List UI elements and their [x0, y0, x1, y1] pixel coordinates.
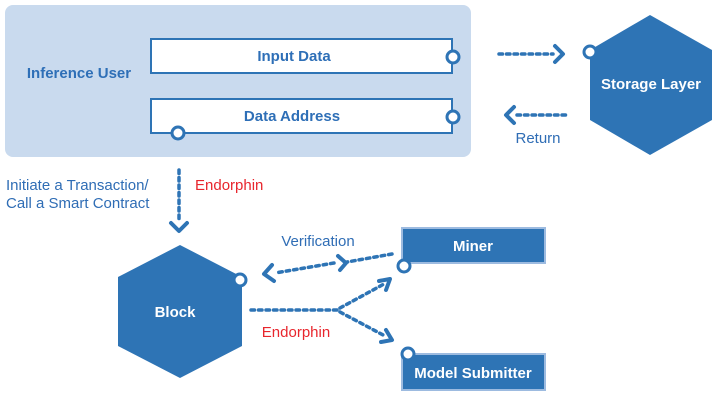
storage-layer-label: Storage Layer: [601, 76, 701, 93]
model-submitter-port: [400, 346, 416, 362]
endorphin-arrow-to-miner-head: [377, 277, 392, 292]
model-submitter-box: [401, 353, 546, 391]
return-label: Return: [515, 130, 560, 147]
transaction-label-line2: Call a Smart Contract: [6, 195, 150, 212]
transaction-label-line1: Initiate a Transaction/: [6, 177, 149, 194]
data-address-box: [150, 98, 453, 134]
data-address-label: Data Address: [244, 108, 340, 125]
input-data-port: [445, 49, 461, 65]
verification-label: Verification: [281, 233, 354, 250]
verification-arrow-segment2: [273, 261, 336, 275]
model-submitter-label: Model Submitter: [414, 365, 532, 382]
arrow-to-storage-head: [553, 44, 565, 64]
verification-arrow-segment1: [345, 252, 394, 264]
verification-arrow-mid-head: [336, 254, 348, 272]
block-port: [232, 272, 248, 288]
data-address-port-right: [445, 109, 461, 125]
block-hexagon: [118, 245, 242, 378]
verification-arrow-head: [262, 263, 276, 283]
miner-box: [401, 227, 546, 264]
endorphin-arrow-to-submitter-head: [379, 328, 394, 344]
block-endorphin-label: Endorphin: [262, 324, 330, 341]
storage-layer-hexagon: [590, 15, 712, 155]
transaction-endorphin-label: Endorphin: [195, 177, 263, 194]
data-address-port-bottom: [170, 125, 186, 141]
storage-layer-port: [582, 44, 598, 60]
block-label: Block: [155, 304, 197, 321]
endorphin-arrow-to-miner: [338, 282, 386, 310]
inference-user-label: Inference User: [27, 65, 131, 82]
arrow-return-head: [504, 105, 516, 125]
arrow-to-block-head: [169, 221, 189, 233]
endorphin-arrow-to-submitter: [338, 310, 387, 338]
miner-port: [396, 258, 412, 274]
input-data-label: Input Data: [257, 48, 331, 65]
miner-label: Miner: [453, 238, 493, 255]
